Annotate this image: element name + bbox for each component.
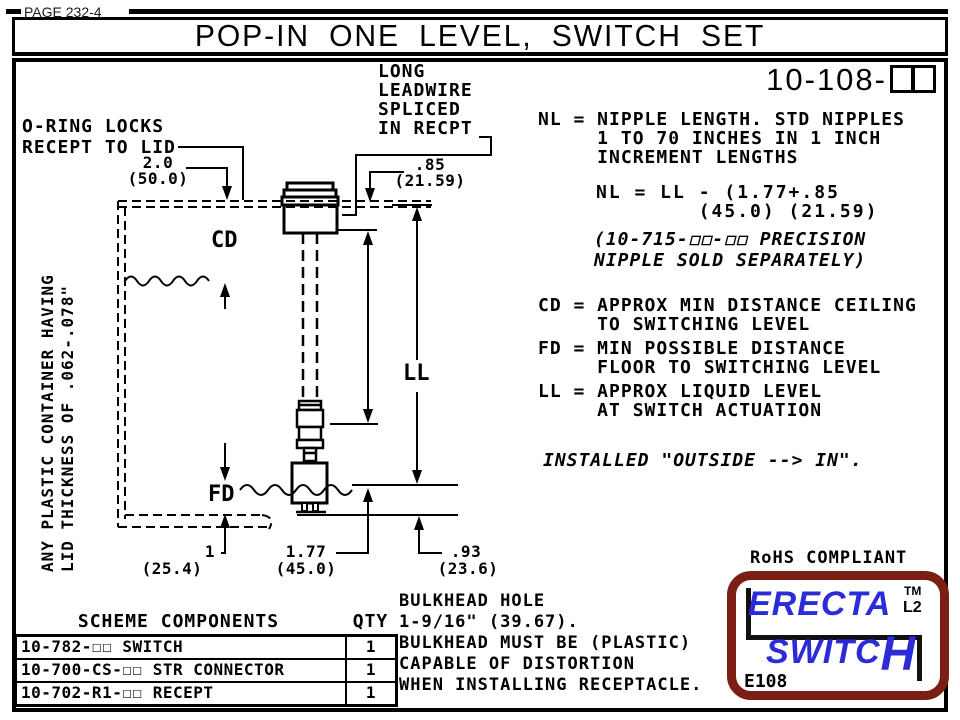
components-header: SCHEME COMPONENTS — [77, 611, 280, 632]
header-rule-right — [129, 9, 948, 14]
part-cell: 10-782-☐☐ SWITCH — [17, 637, 347, 658]
qty-header: QTY — [352, 611, 389, 632]
part-number: 10-108- — [766, 62, 887, 97]
dim-1-mm: (25.4) — [141, 559, 203, 578]
logo-word-erecta: ERECTA — [748, 585, 892, 623]
label-cd: CD — [211, 228, 238, 253]
part-cell: 10-702-R1-☐☐ RECEPT — [17, 683, 347, 704]
note-oring: O-RING LOCKS RECEPT TO LID — [22, 116, 176, 158]
dim-177-mm: (45.0) — [275, 559, 337, 578]
note-fd-definition: FD = MIN POSSIBLE DISTANCE FLOOR TO SWIT… — [538, 338, 882, 378]
note-bulkhead: BULKHEAD HOLE 1-9/16" (39.67). BULKHEAD … — [399, 591, 703, 695]
dim-2-0: 2.0(50.0) — [127, 153, 189, 188]
header-rule-left — [6, 9, 21, 14]
erecta-switch-logo: ERECTA TM L2 SWITCH E108 — [727, 571, 949, 700]
dim-93-in: .93 — [450, 542, 482, 561]
note-leadwire: LONG LEADWIRE SPLICED IN RECPT — [378, 61, 473, 139]
scheme-components-table: SCHEME COMPONENTS QTY 10-782-☐☐ SWITCH 1… — [14, 610, 398, 707]
label-ll: LL — [403, 361, 430, 386]
logo-big-h: H — [880, 628, 917, 681]
table-header-row: SCHEME COMPONENTS QTY — [14, 610, 398, 634]
title-box: POP-IN ONE LEVEL, SWITCH SET — [12, 17, 948, 56]
note-nl-formula: NL = LL - (1.77+.85 (45.0) (21.59) — [596, 182, 879, 222]
qty-cell: 1 — [365, 683, 377, 702]
table-row: 10-702-R1-☐☐ RECEPT 1 — [17, 681, 395, 704]
dim-1-in: 1 — [204, 542, 216, 561]
logo-l2-mark: L2 — [903, 599, 922, 616]
table-row: 10-782-☐☐ SWITCH 1 — [17, 637, 395, 658]
note-installed: INSTALLED "OUTSIDE --> IN". — [543, 450, 863, 471]
page-label: PAGE 232-4 — [24, 4, 102, 20]
part-cell: 10-700-CS-☐☐ STR CONNECTOR — [17, 660, 347, 681]
dim-93-mm: (23.6) — [437, 559, 499, 578]
note-cd-definition: CD = APPROX MIN DISTANCE CEILING TO SWIT… — [538, 295, 917, 335]
label-fd: FD — [208, 482, 235, 507]
logo-bracket-bottom — [746, 635, 922, 640]
part-number-blank-box-1 — [890, 65, 914, 93]
logo-word-switch: SWITCH — [766, 628, 917, 681]
table-grid: 10-782-☐☐ SWITCH 1 10-700-CS-☐☐ STR CONN… — [14, 634, 398, 707]
table-row: 10-700-CS-☐☐ STR CONNECTOR 1 — [17, 658, 395, 681]
qty-cell: 1 — [365, 660, 377, 679]
note-ll-definition: LL = APPROX LIQUID LEVEL AT SWITCH ACTUA… — [538, 381, 823, 421]
dim-0-85: .85(21.59) — [394, 155, 466, 190]
qty-cell: 1 — [365, 637, 377, 656]
part-number-blank-box-2 — [912, 65, 936, 93]
page-title: POP-IN ONE LEVEL, SWITCH SET — [194, 18, 766, 53]
dim-177-in: 1.77 — [285, 542, 327, 561]
logo-code: E108 — [744, 671, 788, 692]
logo-tm-mark: TM — [904, 584, 922, 598]
logo-bracket-right — [917, 635, 922, 681]
note-precision-nipple: (10-715-☐☐-☐☐ PRECISION NIPPLE SOLD SEPA… — [594, 229, 867, 271]
note-nl-definition: NL = NIPPLE LENGTH. STD NIPPLES 1 TO 70 … — [538, 109, 905, 168]
logo-bracket-left — [746, 588, 751, 640]
note-container-vertical: ANY PLASTIC CONTAINER HAVING LID THICKNE… — [38, 274, 77, 572]
rohs-compliant-label: RoHS COMPLIANT — [750, 548, 908, 568]
drawing-frame — [12, 58, 948, 712]
